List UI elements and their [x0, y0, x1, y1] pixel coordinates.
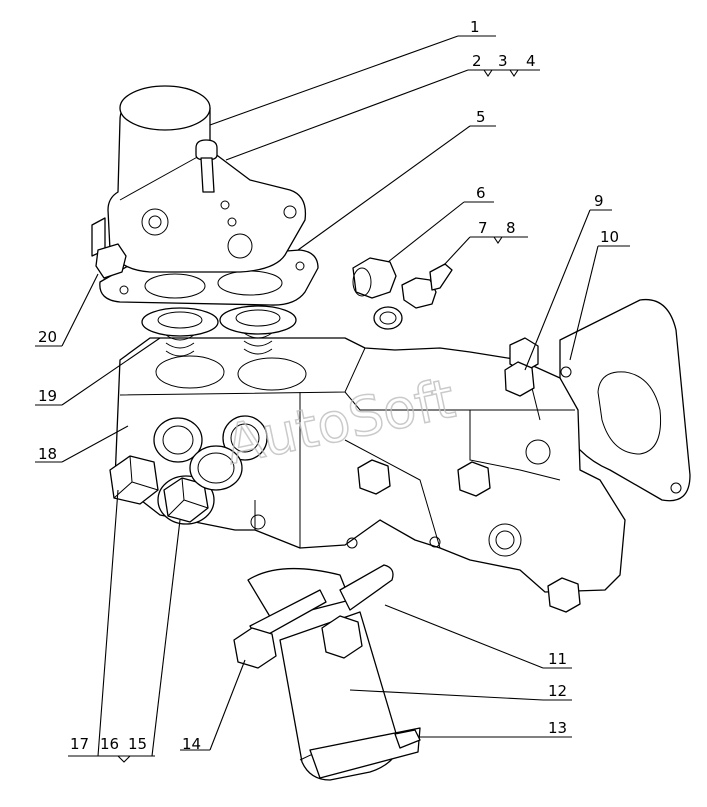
callout-14: 14: [182, 735, 201, 753]
part-18-housing: [114, 337, 626, 613]
part-7-sensor: [401, 263, 453, 309]
part-2-bolt: [195, 139, 218, 193]
callout-13: 13: [548, 719, 567, 737]
callout-4: 4: [526, 52, 536, 70]
callout-1: 1: [470, 18, 480, 36]
part-9-bolt: [504, 361, 535, 397]
callout-2: 2: [472, 52, 482, 70]
part-15-plug: [157, 475, 215, 525]
callout-10: 10: [600, 228, 619, 246]
part-6-plug: [352, 257, 403, 330]
callout-17: 17: [70, 735, 89, 753]
callout-18: 18: [38, 445, 57, 463]
callout-12: 12: [548, 682, 567, 700]
callout-16: 16: [100, 735, 119, 753]
callout-11: 11: [548, 650, 567, 668]
callout-labels: 1 2 3 4 5 6 7 8 9 10 11 12 13 14 15 16 1…: [38, 18, 619, 753]
part-20-fitting: [91, 217, 127, 279]
part-16-washer: [189, 445, 243, 491]
callout-8: 8: [506, 219, 516, 237]
callout-7: 7: [478, 219, 488, 237]
part-17-plug: [109, 455, 159, 505]
leader-lines: [35, 35, 630, 763]
callout-19: 19: [38, 387, 57, 405]
callout-15: 15: [128, 735, 147, 753]
callout-9: 9: [594, 192, 604, 210]
callout-20: 20: [38, 328, 57, 346]
callout-3: 3: [498, 52, 508, 70]
part-12-hose: [247, 567, 421, 781]
part-13-clamp-bolt: [394, 729, 421, 749]
part-11-bolt: [321, 564, 394, 659]
part-14-bolt: [233, 589, 327, 669]
callout-5: 5: [476, 108, 486, 126]
part-19-thermostats: [141, 305, 297, 357]
callout-6: 6: [476, 184, 486, 202]
